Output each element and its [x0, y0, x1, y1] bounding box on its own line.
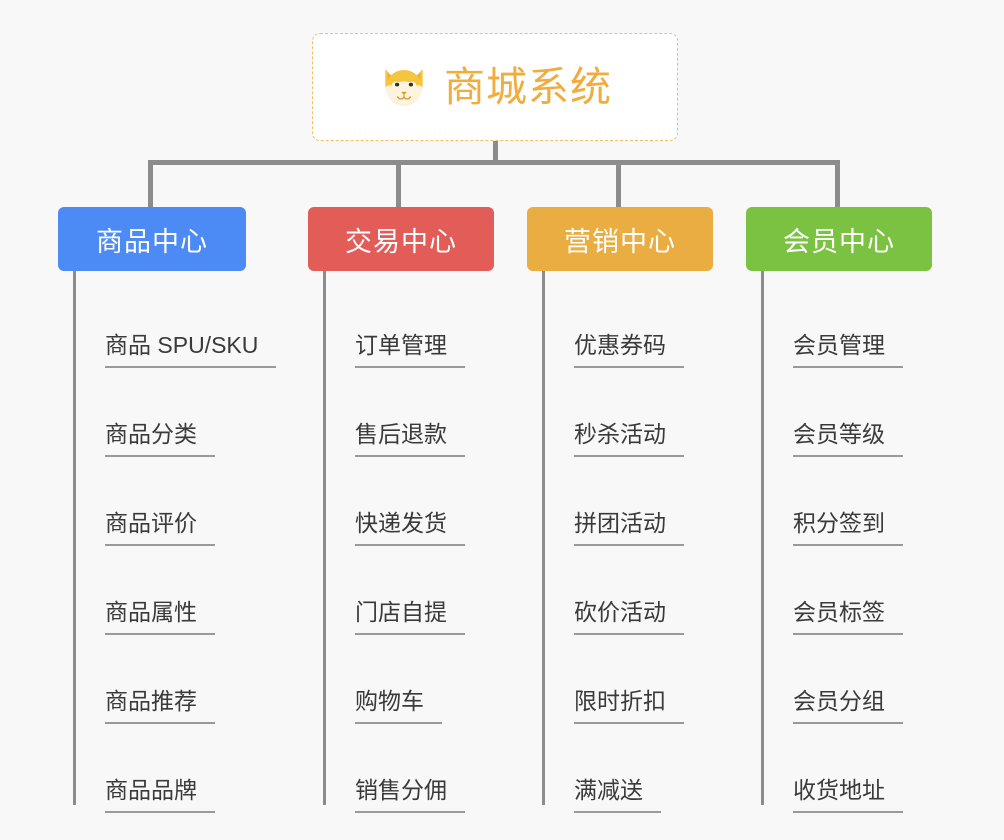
leaf-item[interactable]: 商品推荐 [58, 635, 246, 724]
leaf-list: 订单管理 售后退款 快递发货 门店自提 购物车 销售分佣 [308, 271, 494, 813]
category-header-label: 营销中心 [564, 226, 676, 257]
category-header-marketing-center[interactable]: 营销中心 [527, 207, 713, 271]
leaf-list: 优惠券码 秒杀活动 拼团活动 砍价活动 限时折扣 满减送 [527, 271, 713, 813]
leaf-item[interactable]: 砍价活动 [527, 546, 713, 635]
leaf-item[interactable]: 积分签到 [746, 457, 932, 546]
leaf-item[interactable]: 拼团活动 [527, 457, 713, 546]
connector-horizontal-bus [148, 160, 840, 165]
leaf-item[interactable]: 会员等级 [746, 368, 932, 457]
shiba-dog-face-icon [385, 69, 423, 106]
leaf-item-label: 会员标签 [793, 599, 903, 635]
leaf-item-label: 购物车 [355, 688, 442, 724]
leaf-item-label: 会员管理 [793, 332, 903, 368]
leaf-item-label: 砍价活动 [574, 599, 684, 635]
leaf-item-label: 积分签到 [793, 510, 903, 546]
connector-column-stem [73, 271, 76, 805]
leaf-item-label: 商品品牌 [105, 777, 215, 813]
leaf-item[interactable]: 秒杀活动 [527, 368, 713, 457]
leaf-item[interactable]: 优惠券码 [527, 279, 713, 368]
connector-drop-1 [148, 160, 153, 207]
leaf-item[interactable]: 商品属性 [58, 546, 246, 635]
leaf-item[interactable]: 商品 SPU/SKU [58, 279, 277, 368]
root-node-shop-system[interactable]: 商城系统 [312, 33, 678, 141]
leaf-list: 商品 SPU/SKU 商品分类 商品评价 商品属性 商品推荐 商品品牌 [58, 271, 277, 813]
leaf-item-label: 销售分佣 [355, 777, 465, 813]
leaf-item[interactable]: 商品品牌 [58, 724, 246, 813]
leaf-item[interactable]: 门店自提 [308, 546, 494, 635]
category-header-trade-center[interactable]: 交易中心 [308, 207, 494, 271]
connector-drop-3 [616, 160, 621, 207]
leaf-list: 会员管理 会员等级 积分签到 会员标签 会员分组 收货地址 [746, 271, 932, 813]
leaf-item-label: 快递发货 [355, 510, 465, 546]
leaf-item[interactable]: 满减送 [527, 724, 713, 813]
leaf-item[interactable]: 售后退款 [308, 368, 494, 457]
leaf-item-label: 拼团活动 [574, 510, 684, 546]
leaf-item-label: 商品 SPU/SKU [105, 332, 277, 368]
leaf-item-label: 商品推荐 [105, 688, 215, 724]
category-header-product-center[interactable]: 商品中心 [58, 207, 246, 271]
leaf-item[interactable]: 快递发货 [308, 457, 494, 546]
leaf-item-label: 满减送 [574, 777, 661, 813]
connector-column-stem [323, 271, 326, 805]
leaf-item[interactable]: 订单管理 [308, 279, 494, 368]
category-header-label: 交易中心 [345, 226, 457, 257]
leaf-item[interactable]: 会员标签 [746, 546, 932, 635]
category-header-label: 会员中心 [783, 226, 895, 257]
leaf-item[interactable]: 收货地址 [746, 724, 932, 813]
leaf-item-label: 商品评价 [105, 510, 215, 546]
leaf-item-label: 优惠券码 [574, 332, 684, 368]
leaf-item-label: 秒杀活动 [574, 421, 684, 457]
column-member-center: 会员中心 会员管理 会员等级 积分签到 会员标签 会员分组 收货地址 [746, 207, 932, 813]
leaf-item-label: 收货地址 [793, 777, 903, 813]
leaf-item-label: 门店自提 [355, 599, 465, 635]
leaf-item-label: 限时折扣 [574, 688, 684, 724]
column-trade-center: 交易中心 订单管理 售后退款 快递发货 门店自提 购物车 销售分佣 [308, 207, 494, 813]
connector-column-stem [761, 271, 764, 805]
leaf-item[interactable]: 商品评价 [58, 457, 246, 546]
root-node-title: 商城系统 [444, 63, 612, 110]
leaf-item-label: 会员分组 [793, 688, 903, 724]
leaf-item-label: 商品属性 [105, 599, 215, 635]
leaf-item[interactable]: 购物车 [308, 635, 494, 724]
column-product-center: 商品中心 商品 SPU/SKU 商品分类 商品评价 商品属性 商品推荐 商品品牌 [58, 207, 277, 813]
leaf-item[interactable]: 会员管理 [746, 279, 932, 368]
column-marketing-center: 营销中心 优惠券码 秒杀活动 拼团活动 砍价活动 限时折扣 满减送 [527, 207, 713, 813]
leaf-item[interactable]: 销售分佣 [308, 724, 494, 813]
leaf-item-label: 订单管理 [355, 332, 465, 368]
connector-column-stem [542, 271, 545, 805]
connector-root-stem [493, 141, 498, 165]
category-header-member-center[interactable]: 会员中心 [746, 207, 932, 271]
connector-drop-4 [835, 160, 840, 207]
leaf-item[interactable]: 会员分组 [746, 635, 932, 724]
leaf-item-label: 售后退款 [355, 421, 465, 457]
connector-drop-2 [396, 160, 401, 207]
category-header-label: 商品中心 [96, 226, 208, 257]
leaf-item-label: 会员等级 [793, 421, 903, 457]
leaf-item[interactable]: 商品分类 [58, 368, 246, 457]
leaf-item[interactable]: 限时折扣 [527, 635, 713, 724]
leaf-item-label: 商品分类 [105, 421, 215, 457]
